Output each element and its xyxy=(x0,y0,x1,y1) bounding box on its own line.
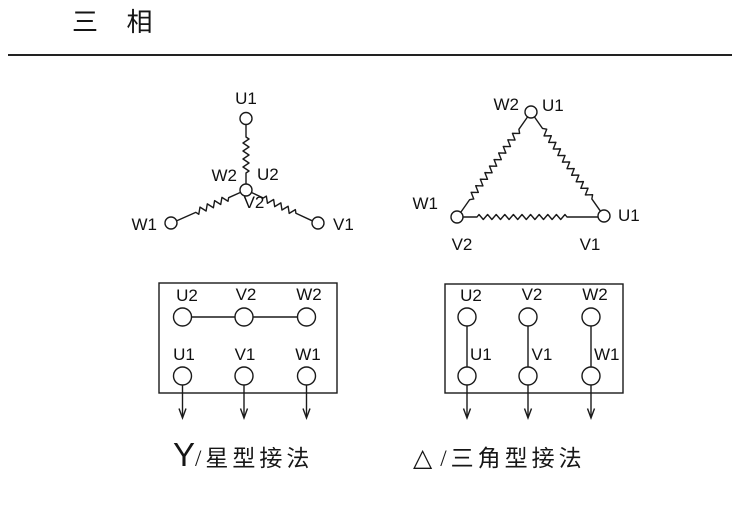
delta-winding-right xyxy=(533,116,602,212)
terminal-node xyxy=(234,366,254,386)
delta-label-u1-top: U1 xyxy=(542,96,564,115)
star-winding-u xyxy=(242,124,250,185)
delta-label-w2: W2 xyxy=(494,95,520,114)
down-arrow-icon xyxy=(523,408,533,421)
terminal-node xyxy=(234,307,254,327)
star-box-outline xyxy=(158,282,338,394)
down-arrow-icon xyxy=(586,408,596,421)
delta-box-label-u2: U2 xyxy=(460,286,482,305)
delta-winding-bottom xyxy=(462,213,599,221)
down-arrow-icon xyxy=(239,408,249,421)
delta-box-label-v1: V1 xyxy=(532,345,553,364)
header-rule xyxy=(8,54,732,56)
caption-star-text: /星型接法 xyxy=(195,446,314,471)
caption-star: Y/星型接法 xyxy=(173,438,313,474)
star-labels: U1 W2 U2 V2 W1 V1 xyxy=(132,89,354,234)
delta-node-top xyxy=(524,105,538,119)
star-node-w1 xyxy=(164,216,178,230)
star-node-v1 xyxy=(311,216,325,230)
star-label-w1: W1 xyxy=(132,215,158,234)
star-label-u2: U2 xyxy=(257,165,279,184)
star-label-w2: W2 xyxy=(212,166,238,185)
star-box-labels: U2 V2 W2 U1 V1 W1 xyxy=(173,285,322,364)
delta-box-outline xyxy=(444,283,624,394)
star-winding-w xyxy=(175,191,242,222)
terminal-node xyxy=(172,366,193,386)
delta-box-label-v2: V2 xyxy=(522,285,543,304)
star-box-label-v1: V1 xyxy=(235,345,256,364)
caption-delta-text: /三角型接法 xyxy=(440,446,586,471)
terminal-node xyxy=(296,307,317,327)
delta-node-right xyxy=(597,209,611,223)
star-schematic xyxy=(164,111,325,230)
star-box-label-w2: W2 xyxy=(296,285,322,304)
star-label-v1: V1 xyxy=(333,215,354,234)
delta-labels: W2 U1 W1 V2 U1 V1 xyxy=(413,95,640,254)
terminal-node xyxy=(518,366,538,386)
down-arrow-icon xyxy=(462,408,472,421)
star-terminal-box xyxy=(158,282,338,421)
star-winding-v xyxy=(250,191,313,222)
caption-delta: △ /三角型接法 xyxy=(413,444,586,474)
delta-schematic xyxy=(450,105,611,224)
terminal-node xyxy=(172,307,193,327)
star-label-u1: U1 xyxy=(235,89,257,108)
star-box-label-u2: U2 xyxy=(176,286,198,305)
down-arrow-icon xyxy=(302,408,311,421)
terminal-node xyxy=(457,307,477,327)
terminal-node xyxy=(581,366,601,386)
delta-label-w1: W1 xyxy=(413,194,439,213)
delta-terminal-box xyxy=(444,283,624,421)
star-label-v2: V2 xyxy=(244,193,265,212)
star-box-label-w1: W1 xyxy=(295,345,321,364)
page-title: 三 相 xyxy=(72,8,155,37)
delta-box-labels: U2 V2 W2 U1 V1 W1 xyxy=(460,285,619,364)
terminal-node xyxy=(518,307,538,327)
delta-label-u1-right: U1 xyxy=(618,206,640,225)
delta-symbol: △ xyxy=(413,445,433,472)
star-symbol: Y xyxy=(173,436,196,473)
terminal-node xyxy=(581,307,601,327)
terminal-node xyxy=(296,366,317,386)
delta-box-label-w2: W2 xyxy=(582,285,608,304)
delta-node-left xyxy=(450,210,464,224)
delta-label-v2: V2 xyxy=(452,235,473,254)
delta-label-v1: V1 xyxy=(580,235,601,254)
terminal-node xyxy=(457,366,477,386)
star-box-label-v2: V2 xyxy=(236,285,257,304)
star-box-label-u1: U1 xyxy=(173,345,195,364)
delta-box-label-u1: U1 xyxy=(470,345,492,364)
delta-box-label-w1: W1 xyxy=(594,345,620,364)
star-node-center xyxy=(239,183,253,197)
down-arrow-icon xyxy=(178,408,187,421)
star-node-u1 xyxy=(239,111,253,126)
delta-winding-left xyxy=(460,116,529,213)
